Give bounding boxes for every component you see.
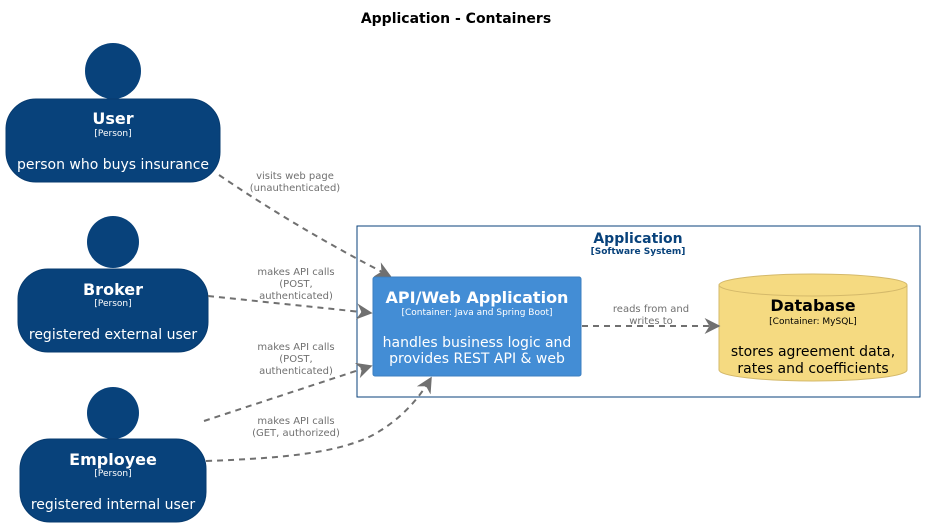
database-name: Database <box>770 296 855 315</box>
person-name: Employee <box>69 450 157 469</box>
relation-label: (POST, <box>279 279 312 290</box>
relation-label: (unauthenticated) <box>250 183 341 194</box>
person-user[interactable]: User [Person] person who buys insurance <box>5 43 221 183</box>
relation-broker-to-webapp[interactable]: makes API calls (POST, authenticated) <box>207 267 373 320</box>
person-tag: [Person] <box>94 299 131 309</box>
person-description: person who buys insurance <box>17 157 209 173</box>
diagram-title: Application - Containers <box>361 11 551 27</box>
person-description: registered external user <box>29 327 197 343</box>
container-database[interactable]: Database [Container: MySQL] stores agree… <box>718 273 908 382</box>
relation-user-to-webapp[interactable]: visits web page (unauthenticated) <box>218 171 392 277</box>
person-employee[interactable]: Employee [Person] registered internal us… <box>19 387 207 523</box>
relation-webapp-to-database[interactable]: reads from and writes to <box>582 304 721 334</box>
person-icon <box>87 387 139 439</box>
container-description-line-2: provides REST API & web <box>389 351 565 367</box>
person-tag: [Person] <box>94 469 131 479</box>
relation-label: visits web page <box>256 171 334 182</box>
person-description: registered internal user <box>31 497 196 513</box>
relation-label: (GET, authorized) <box>252 428 340 439</box>
relation-employee-to-webapp-get[interactable]: makes API calls (GET, authorized) <box>205 376 432 462</box>
person-name: Broker <box>83 280 143 299</box>
database-tag: [Container: MySQL] <box>769 317 857 327</box>
person-icon <box>85 43 141 99</box>
database-description-line-1: stores agreement data, <box>731 344 895 360</box>
container-tag: [Container: Java and Spring Boot] <box>401 308 552 318</box>
boundary-name: Application <box>593 231 682 247</box>
database-description-line-2: rates and coefficients <box>737 361 888 377</box>
relation-label: writes to <box>629 316 673 327</box>
container-web-application[interactable]: API/Web Application [Container: Java and… <box>372 276 582 377</box>
boundary-tag: [Software System] <box>591 247 686 257</box>
relation-label: authenticated) <box>259 291 333 302</box>
relation-label: makes API calls <box>257 342 334 353</box>
container-description-line-1: handles business logic and <box>383 335 572 351</box>
person-name: User <box>92 109 133 128</box>
relation-label: authenticated) <box>259 366 333 377</box>
relation-employee-to-webapp-post[interactable]: makes API calls (POST, authenticated) <box>203 342 373 422</box>
person-broker[interactable]: Broker [Person] registered external user <box>17 216 209 353</box>
container-name: API/Web Application <box>386 288 569 307</box>
relation-label: makes API calls <box>257 267 334 278</box>
person-icon <box>87 216 139 268</box>
person-tag: [Person] <box>94 129 131 139</box>
relation-label: (POST, <box>279 354 312 365</box>
relation-label: makes API calls <box>257 416 334 427</box>
relation-label: reads from and <box>613 304 689 315</box>
